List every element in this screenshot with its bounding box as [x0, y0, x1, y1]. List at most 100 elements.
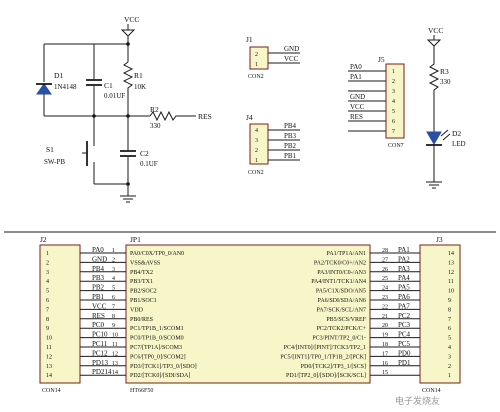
jp1-right-function: PD0/[TCK2]/TP3_1/[SCS] [301, 364, 366, 370]
jp1-right-net: PA2 [398, 255, 410, 263]
vcc-symbol-1 [120, 29, 136, 37]
r3-ref: R3 [440, 67, 449, 76]
j1-body [249, 46, 269, 70]
jp1-left-pin-number: 6 [112, 295, 115, 301]
jp1-right-net: PA3 [398, 265, 410, 273]
c2-value: 0.1UF [140, 160, 158, 168]
jp1-left-net: PC12 [92, 349, 108, 357]
jp1-left-pin-number: 12 [112, 351, 118, 357]
j5-net: PA1 [350, 73, 362, 81]
jp1-right-function: PB5/SCS/VREF [326, 317, 366, 323]
j4-pin: 2 [255, 148, 258, 154]
j3-pin-number: 8 [448, 307, 451, 313]
r1-value: 10K [134, 83, 146, 91]
s1-ref: S1 [46, 145, 54, 154]
j4-name: CON2 [248, 170, 264, 176]
connector-j5: J5 1 2 3 4 5 6 7 PA0 PA1 GND VCC RES CON… [348, 55, 405, 149]
jp1-left-net: PD214 [92, 368, 112, 376]
j1-net: GND [284, 45, 299, 53]
led-d2-symbol [426, 131, 442, 145]
jp1-left-net: PC10 [92, 331, 108, 339]
jp1-right-pin-number: 19 [382, 333, 388, 339]
jp1-left-function: PC1/TP1B_1/SCOM1 [130, 326, 184, 332]
j2-body [39, 244, 81, 384]
j1-pin: 2 [255, 52, 258, 58]
j4-ref: J4 [246, 113, 253, 122]
jp1-left-pin-number: 5 [112, 286, 115, 292]
jp1-right-pin-number: 17 [382, 351, 388, 357]
resistor-r2 [149, 110, 196, 122]
jp1-ref: JP1 [130, 235, 141, 244]
j3-pin-number: 12 [448, 270, 454, 276]
jp1-right-function: PA3/INT0/C0-/AN3 [317, 270, 366, 276]
jp1-left-net: GND [92, 255, 107, 263]
j5-ref: J5 [378, 55, 385, 64]
jp1-right-pin-number: 25 [382, 276, 388, 282]
jp1-left-net: PB2 [92, 284, 105, 292]
j5-pin: 6 [392, 119, 395, 125]
d2-ref: D2 [452, 129, 461, 138]
jp1-right-net: PA1 [398, 246, 410, 254]
r3-value: 330 [440, 78, 451, 86]
j3-ref: J3 [436, 235, 443, 244]
d2-value: LED [452, 140, 466, 148]
r1-ref: R1 [134, 71, 143, 80]
j2-pin-number: 3 [46, 270, 49, 276]
j2-pin-number: 13 [46, 364, 52, 370]
jp1-left-function: PC7/[TP1A]/SCOM3 [130, 345, 182, 351]
j1-net: VCC [284, 55, 299, 63]
jp1-right-function: PA6/SDI/SDA/AN6 [318, 298, 366, 304]
jp1-left-net: PA0 [92, 246, 104, 254]
j5-body [385, 63, 405, 139]
j2-pin-number: 9 [46, 326, 49, 332]
j5-pin: 5 [392, 109, 395, 115]
s1-value: SW-PB [44, 158, 65, 166]
jp1-right-pin-number: 24 [382, 286, 388, 292]
watermark-logo: 电子发烧友 [395, 395, 440, 407]
jp1-left-net: VCC [92, 302, 107, 310]
jp1-right-net: PD0 [398, 349, 411, 357]
j3-body [419, 244, 461, 384]
jp1-left-function: PB4/TX2 [130, 270, 153, 276]
jp1-right-pin-number: 18 [382, 342, 388, 348]
j3-pin-number: 10 [448, 289, 454, 295]
j4-net: PB3 [284, 132, 297, 140]
jp1-right-net: PC2 [398, 312, 411, 320]
vcc-label-2: VCC [428, 26, 443, 35]
j2-name: CON14 [42, 388, 61, 394]
j3-pin-number: 3 [448, 354, 451, 360]
jp1-left-function: PA0/C0X/TP0_0/AN0 [130, 251, 184, 257]
jp1-left-pin-number: 3 [112, 267, 115, 273]
j2-pin-number: 5 [46, 289, 49, 295]
ground-symbol-1 [120, 195, 136, 203]
jp1-right-function: PC4/[INT0]/[PINT]/TCK3/TP2_1 [284, 345, 366, 351]
jp1-right-function: PA7/SCK/SCL/AN7 [317, 307, 366, 313]
jp1-left-net: PC11 [92, 340, 108, 348]
jp1-right-function: PC3/PINT/TP2_0/C1- [312, 336, 366, 342]
jp1-left-function: PB1/SOC1 [130, 298, 157, 304]
j4-pin: 1 [255, 158, 258, 164]
j5-net: PA0 [350, 63, 362, 71]
jp1-left-function: PB2/SOC2 [130, 289, 157, 295]
j5-net: GND [350, 93, 365, 101]
connector-j4: J4 4 3 2 1 PB4 PB3 PB2 PB1 CON2 [246, 113, 300, 176]
jp1-right-net: PA6 [398, 293, 410, 301]
ground-symbol-2 [426, 181, 442, 189]
j4-net: PB2 [284, 142, 297, 150]
j1-pin: 1 [255, 62, 258, 68]
jp1-right-function: PA2/TCK0/C0+/AN2 [314, 260, 366, 266]
jp1-left-function: VSS&AVSS [130, 260, 160, 266]
j2-pin-number: 12 [46, 354, 52, 360]
jp1-name: HT66F50 [130, 388, 153, 394]
j3-pin-number: 14 [448, 251, 454, 257]
jp1-left-pin-number: 14 [112, 370, 118, 376]
jp1-left-pin-number: 4 [112, 276, 115, 282]
jp1-left-net: PD13 [92, 359, 108, 367]
jp1-right-net: PC5 [398, 340, 411, 348]
jp1-right-net: PD1 [398, 359, 411, 367]
jp1-right-net: PC3 [398, 321, 411, 329]
j2-pin-number: 1 [46, 251, 49, 257]
jp1-right-pin-number: 16 [382, 361, 388, 367]
jp1-left-function: PB0/RES [130, 317, 153, 323]
